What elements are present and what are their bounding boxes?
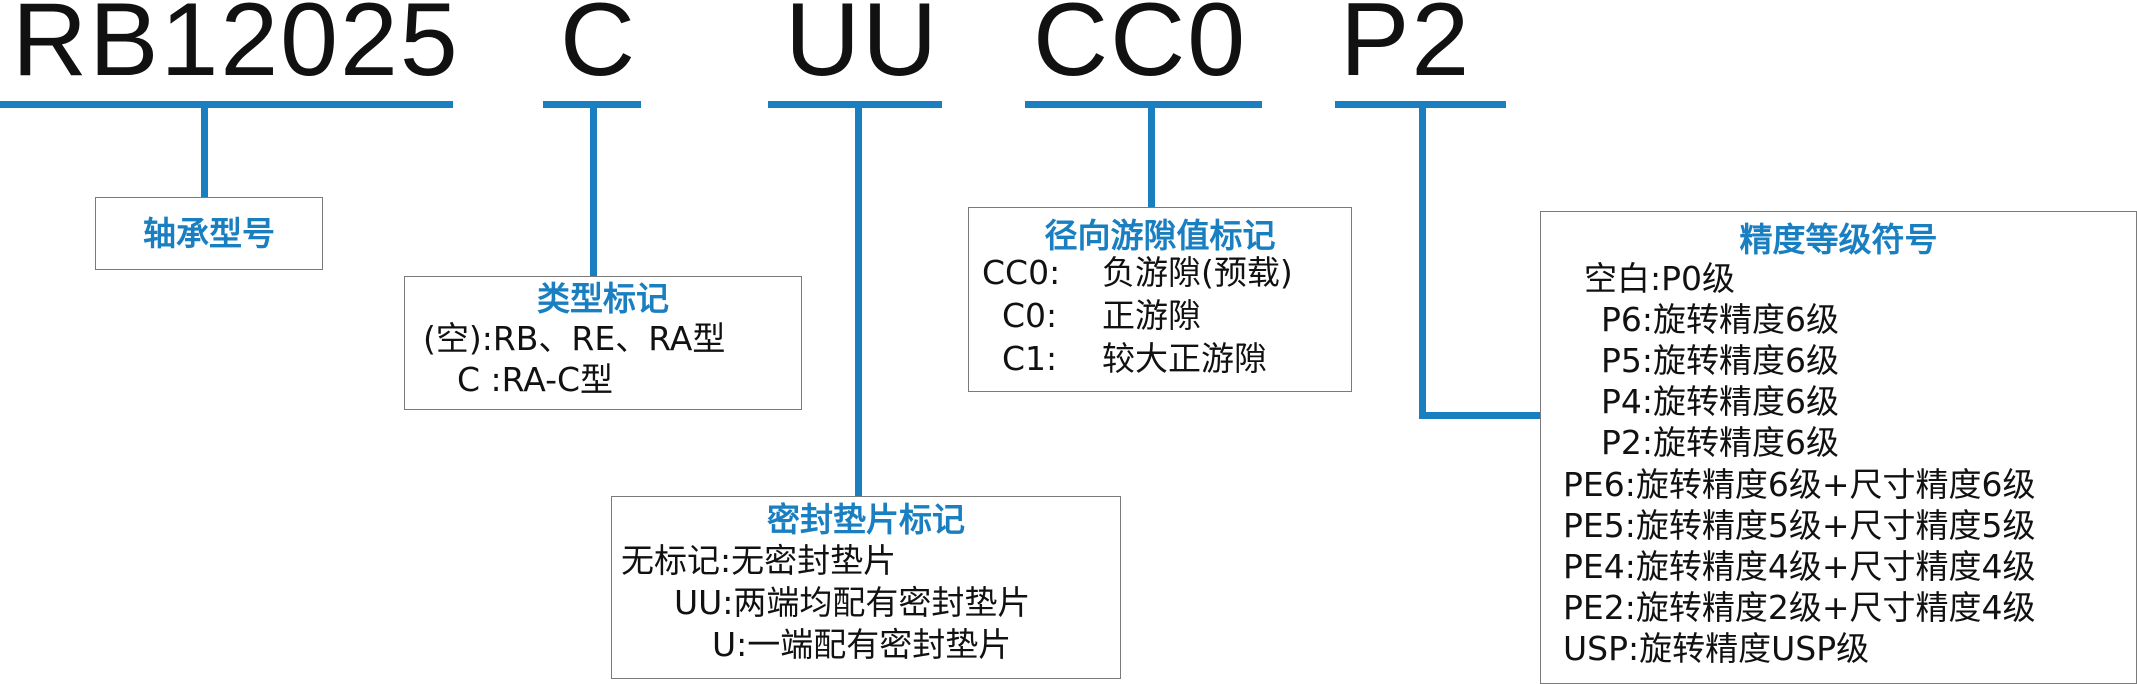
precision-line-2: P6:旋转精度6级 [1601, 300, 1840, 339]
precision-line-3: P5:旋转精度6级 [1601, 341, 1840, 380]
clearance-desc-2: 正游隙 [1102, 296, 1201, 335]
type-mark-title: 类型标记 [537, 279, 669, 318]
clearance-code-3: C1: [1002, 339, 1058, 378]
code-part-seal: UU [785, 0, 940, 98]
seal-mark-title: 密封垫片标记 [767, 500, 965, 539]
clearance-code-2: C0: [1002, 296, 1058, 335]
precision-line-1: 空白:P0级 [1584, 259, 1736, 298]
code-part-precision: P2 [1340, 0, 1472, 98]
precision-line-5: P2:旋转精度6级 [1601, 423, 1840, 462]
code-part-model: RB12025 [12, 0, 460, 98]
underline-seal [768, 101, 942, 108]
clearance-mark-box: 径向游隙值标记 CC0: 负游隙(预载) C0: 正游隙 C1: 较大正游隙 [968, 207, 1352, 392]
bearing-model-title: 轴承型号 [143, 214, 275, 253]
connector-model [201, 106, 208, 198]
seal-mark-line-1: 无标记:无密封垫片 [621, 541, 897, 580]
type-mark-box: 类型标记 (空):RB、RE、RA型 C :RA-C型 [404, 276, 802, 410]
type-mark-line-2: C :RA-C型 [457, 360, 614, 399]
seal-mark-line-2: UU:两端均配有密封垫片 [674, 583, 1031, 622]
precision-line-10: USP:旋转精度USP级 [1563, 629, 1870, 668]
precision-grade-title: 精度等级符号 [1739, 220, 1938, 259]
underline-precision [1335, 101, 1506, 108]
precision-line-7: PE5:旋转精度5级+尺寸精度5级 [1563, 506, 2036, 545]
seal-mark-line-3: U:一端配有密封垫片 [712, 625, 1012, 664]
connector-precision-elbow [1419, 412, 1541, 419]
precision-line-6: PE6:旋转精度6级+尺寸精度6级 [1563, 465, 2036, 504]
type-mark-line-1: (空):RB、RE、RA型 [423, 319, 726, 358]
precision-line-8: PE4:旋转精度4级+尺寸精度4级 [1563, 547, 2036, 586]
bearing-model-box: 轴承型号 [95, 197, 323, 270]
connector-type [590, 106, 597, 276]
connector-precision [1419, 106, 1426, 419]
seal-mark-box: 密封垫片标记 无标记:无密封垫片 UU:两端均配有密封垫片 U:一端配有密封垫片 [611, 496, 1121, 679]
clearance-code-1: CC0: [982, 253, 1061, 292]
code-part-type: C [560, 0, 638, 98]
clearance-mark-title: 径向游隙值标记 [1044, 216, 1276, 255]
connector-seal [855, 106, 862, 497]
clearance-desc-3: 较大正游隙 [1102, 339, 1267, 378]
precision-line-9: PE2:旋转精度2级+尺寸精度4级 [1563, 588, 2036, 627]
underline-model [0, 101, 453, 108]
underline-type [543, 101, 641, 108]
precision-line-4: P4:旋转精度6级 [1601, 382, 1840, 421]
clearance-desc-1: 负游隙(预载) [1102, 253, 1293, 292]
precision-grade-box: 精度等级符号 空白:P0级 P6:旋转精度6级 P5:旋转精度6级 P4:旋转精… [1540, 211, 2137, 684]
underline-clearance [1025, 101, 1262, 108]
connector-clearance [1148, 106, 1155, 208]
code-part-clearance: CC0 [1033, 0, 1248, 98]
